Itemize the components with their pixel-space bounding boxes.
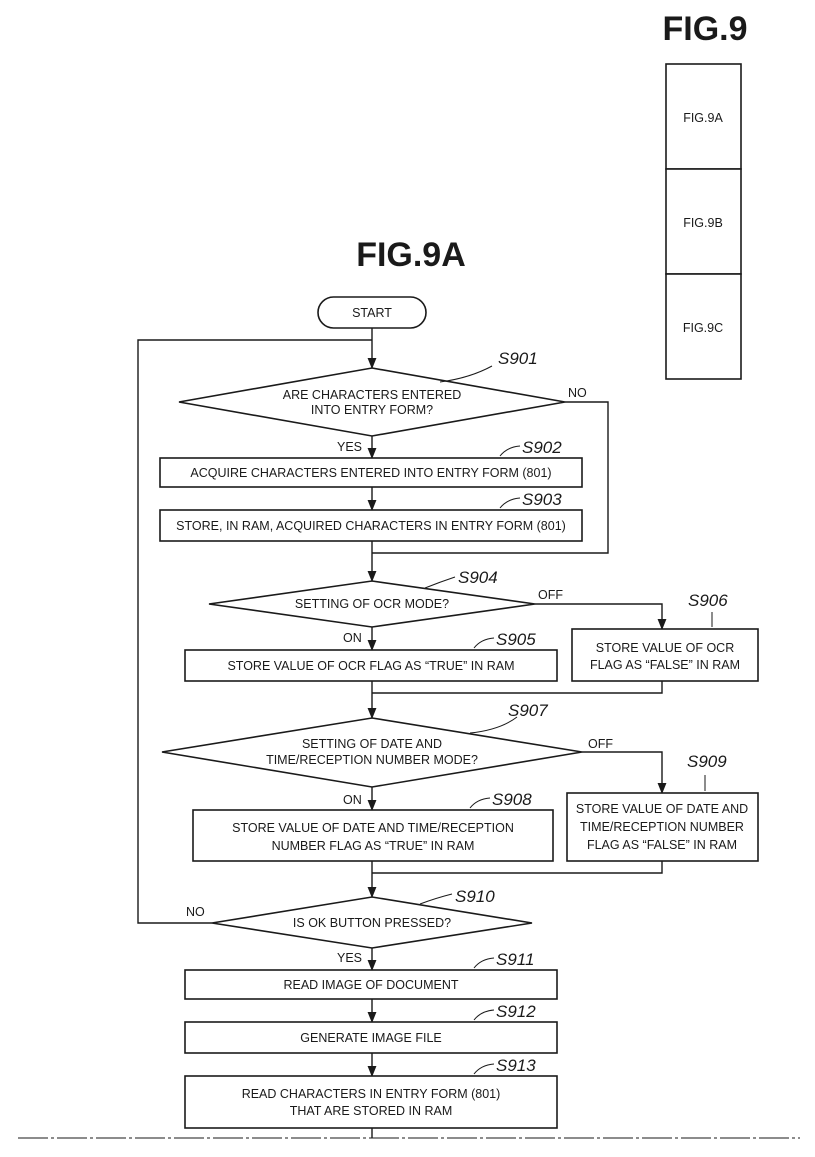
s909-step-label: S909	[687, 752, 727, 771]
s907-on-label: ON	[343, 793, 362, 807]
s909-text-line3: FLAG AS “FALSE” IN RAM	[587, 838, 737, 852]
s910-text: IS OK BUTTON PRESSED?	[293, 916, 451, 930]
s913-leader	[474, 1064, 494, 1074]
s901-text-line1: ARE CHARACTERS ENTERED	[283, 388, 462, 402]
process-s912: GENERATE IMAGE FILE S912	[185, 1002, 557, 1053]
figure-title: FIG.9A	[356, 236, 466, 274]
fig9-label: FIG.9	[662, 10, 747, 48]
s905-step-label: S905	[496, 630, 536, 649]
s910-step-label: S910	[455, 887, 495, 906]
s901-yes-label: YES	[337, 440, 362, 454]
process-s905: STORE VALUE OF OCR FLAG AS “TRUE” IN RAM…	[185, 630, 557, 681]
s907-step-label: S907	[508, 701, 548, 720]
s904-text: SETTING OF OCR MODE?	[295, 597, 449, 611]
s903-text: STORE, IN RAM, ACQUIRED CHARACTERS IN EN…	[176, 519, 566, 533]
s905-leader	[474, 638, 494, 648]
s910-yes-label: YES	[337, 951, 362, 965]
process-s903: STORE, IN RAM, ACQUIRED CHARACTERS IN EN…	[160, 490, 582, 541]
s907-text-line2: TIME/RECEPTION NUMBER MODE?	[266, 753, 478, 767]
s906-text-line2: FLAG AS “FALSE” IN RAM	[590, 658, 740, 672]
s911-text: READ IMAGE OF DOCUMENT	[283, 978, 458, 992]
s913-text-line2: THAT ARE STORED IN RAM	[290, 1104, 453, 1118]
decision-s907: SETTING OF DATE AND TIME/RECEPTION NUMBE…	[162, 701, 613, 807]
s904-off-label: OFF	[538, 588, 563, 602]
s910-no-label: NO	[186, 905, 205, 919]
index-label-c: FIG.9C	[683, 321, 723, 335]
s906-text-line1: STORE VALUE OF OCR	[596, 641, 734, 655]
process-s908: STORE VALUE OF DATE AND TIME/RECEPTION N…	[193, 790, 553, 861]
s902-leader	[500, 446, 520, 456]
s901-step-label: S901	[498, 349, 538, 368]
s911-step-label: S911	[496, 950, 534, 969]
s913-text-line1: READ CHARACTERS IN ENTRY FORM (801)	[242, 1087, 501, 1101]
s912-step-label: S912	[496, 1002, 536, 1021]
s908-leader	[470, 798, 490, 808]
s909-text-line1: STORE VALUE OF DATE AND	[576, 802, 748, 816]
s908-step-label: S908	[492, 790, 532, 809]
s909-text-line2: TIME/RECEPTION NUMBER	[580, 820, 744, 834]
s904-step-label: S904	[458, 568, 498, 587]
s912-text: GENERATE IMAGE FILE	[300, 1031, 441, 1045]
process-s902: ACQUIRE CHARACTERS ENTERED INTO ENTRY FO…	[160, 438, 582, 487]
s907-off-label: OFF	[588, 737, 613, 751]
s908-text-line1: STORE VALUE OF DATE AND TIME/RECEPTION	[232, 821, 514, 835]
s912-leader	[474, 1010, 494, 1020]
s913-step-label: S913	[496, 1056, 536, 1075]
s907-text-line1: SETTING OF DATE AND	[302, 737, 442, 751]
index-label-b: FIG.9B	[683, 216, 723, 230]
figure-index: FIG.9A FIG.9B FIG.9C	[666, 64, 741, 379]
start-terminal: START	[318, 297, 426, 328]
s904-on-label: ON	[343, 631, 362, 645]
process-s911: READ IMAGE OF DOCUMENT S911	[185, 950, 557, 999]
s902-step-label: S902	[522, 438, 562, 457]
s904-leader	[425, 577, 455, 588]
decision-s910: IS OK BUTTON PRESSED? S910 NO YES	[186, 887, 532, 965]
index-label-a: FIG.9A	[683, 111, 723, 125]
s911-leader	[474, 958, 494, 968]
s901-no-label: NO	[568, 386, 587, 400]
s910-leader	[420, 894, 452, 904]
s901-leader	[440, 366, 492, 382]
s901-text-line2: INTO ENTRY FORM?	[311, 403, 433, 417]
s902-text: ACQUIRE CHARACTERS ENTERED INTO ENTRY FO…	[190, 466, 551, 480]
start-label: START	[352, 306, 392, 320]
s908-text-line2: NUMBER FLAG AS “TRUE” IN RAM	[272, 839, 475, 853]
s906-step-label: S906	[688, 591, 728, 610]
process-s913: READ CHARACTERS IN ENTRY FORM (801) THAT…	[185, 1056, 557, 1128]
s903-leader	[500, 498, 520, 508]
s905-text: STORE VALUE OF OCR FLAG AS “TRUE” IN RAM	[227, 659, 514, 673]
s903-step-label: S903	[522, 490, 562, 509]
